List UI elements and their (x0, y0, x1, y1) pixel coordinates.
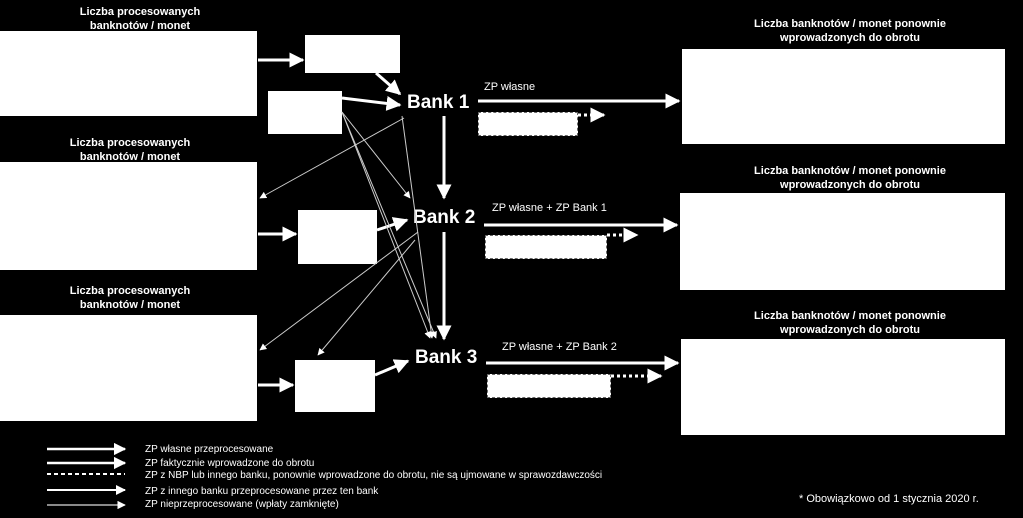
bank3-input-box (295, 360, 375, 412)
legend-text-4: ZP z innego banku przeprocesowane przez … (145, 486, 379, 497)
legend-text-1: ZP własne przeprocesowane (145, 444, 274, 455)
right-header-3: Liczba banknotów / monet ponownie wprowa… (754, 310, 946, 336)
nbp-source-box (268, 91, 342, 134)
right-circulation-box-1 (682, 49, 1005, 144)
legend-text-5: ZP nieprzeprocesowane (wpłaty zamknięte) (145, 499, 339, 510)
bank-3-label: Bank 3 (415, 347, 478, 368)
left-count-box-1 (0, 31, 257, 116)
left-header-3: Liczba procesowanych banknotów / monet (69, 285, 191, 311)
right-header-1: Liczba banknotów / monet ponownie wprowa… (754, 18, 946, 44)
zp-label-bank1: ZP własne (484, 81, 536, 93)
zp-label-bank3: ZP własne + ZP Bank 2 (502, 341, 617, 353)
thin-bank2-to-left3 (259, 231, 419, 351)
thin-bank1-to-left2 (259, 117, 405, 199)
thin-bank2-to-box3 (317, 239, 416, 356)
left-header-2: Liczba procesowanych banknotów / monet (69, 137, 191, 163)
right-circulation-box-3 (681, 339, 1005, 435)
left-header-1: Liczba procesowanych banknotów / monet (79, 6, 201, 32)
zp-label-bank2: ZP własne + ZP Bank 1 (492, 202, 607, 214)
left-count-box-3 (0, 315, 257, 421)
arrow-box-to-bank2 (376, 217, 409, 232)
dashed-box-bank3 (487, 374, 611, 398)
bank2-input-box (298, 210, 377, 264)
arrow-box-to-bank1 (375, 71, 402, 96)
dashed-box-bank2 (485, 235, 607, 259)
dashed-box-bank1 (478, 112, 578, 136)
thin-nbp-to-bank3a (341, 111, 431, 339)
thin-bank1-to-bank3 (401, 115, 435, 339)
arrow-box-to-bank3 (374, 359, 410, 377)
legend-text-3: ZP z NBP lub innego banku, ponownie wpro… (145, 470, 603, 481)
bank1-input-box (305, 35, 400, 73)
left-count-box-2 (0, 162, 257, 270)
thin-nbp-to-bank3b (341, 111, 437, 339)
bank-1-label: Bank 1 (407, 92, 470, 113)
bank-2-label: Bank 2 (413, 207, 476, 228)
arrow-nbp-to-bank1 (341, 95, 402, 111)
right-circulation-box-2 (680, 193, 1005, 290)
legend-text-2: ZP faktycznie wprowadzone do obrotu (145, 458, 315, 469)
right-header-2: Liczba banknotów / monet ponownie wprowa… (754, 165, 946, 191)
thin-nbp-to-bank2 (341, 111, 411, 199)
footnote: * Obowiązkowo od 1 stycznia 2020 r. (799, 493, 979, 505)
